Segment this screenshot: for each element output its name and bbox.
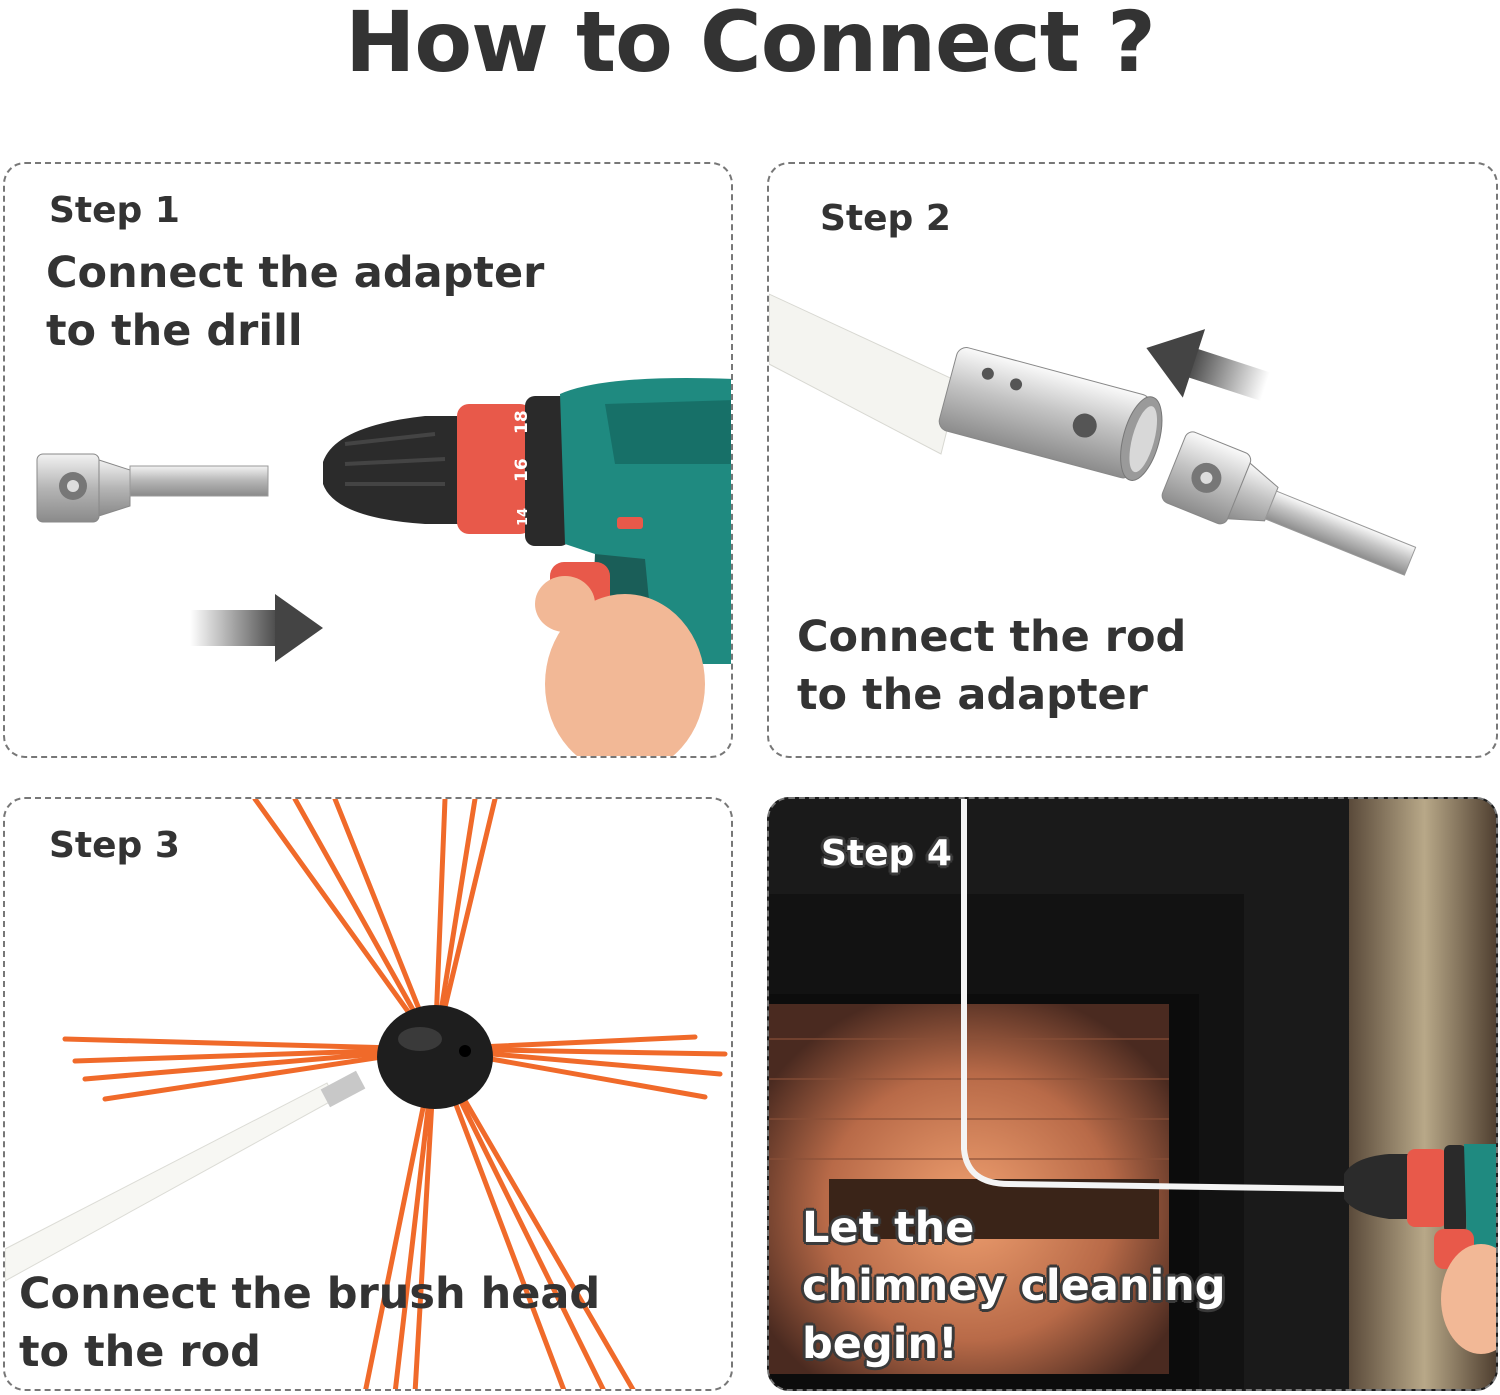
step-2-description: Connect the rod to the adapter <box>797 608 1186 724</box>
drill-adapter-illustration: 18 16 14 <box>36 378 731 756</box>
step-1-line-1: Connect the adapter <box>46 248 545 298</box>
step-2-line-2: to the adapter <box>797 670 1148 720</box>
step-4-line-3: begin! <box>802 1319 958 1369</box>
step-1-description: Connect the adapter to the drill <box>46 244 544 360</box>
brush-hub-icon <box>377 1005 493 1109</box>
drill-icon: 18 16 14 <box>323 378 731 756</box>
step-3-panel: Step 3 Connect the brush head to the rod <box>3 797 733 1391</box>
rod-connector-icon <box>320 1070 366 1108</box>
page-title: How to Connect ? <box>345 0 1156 91</box>
step-3-line-1: Connect the brush head <box>19 1269 601 1319</box>
adapter-icon <box>36 453 269 523</box>
drill-icon <box>1344 1144 1496 1354</box>
step-1-label: Step 1 <box>49 190 180 231</box>
drill-scale-16: 16 <box>512 458 532 482</box>
step-1-panel: 18 16 14 Step 1 Connect the adapter to t… <box>3 162 733 758</box>
drill-scale-14: 14 <box>516 508 531 526</box>
step-4-line-1: Let the <box>802 1203 975 1253</box>
adapter-icon <box>1161 431 1417 576</box>
rod-icon <box>769 293 960 455</box>
step-4-description: Let the chimney cleaning begin! <box>802 1199 1226 1373</box>
step-4-line-2: chimney cleaning <box>802 1261 1226 1311</box>
rod-sleeve-icon <box>938 347 1163 481</box>
rod-icon <box>961 799 1350 1192</box>
step-1-line-2: to the drill <box>46 306 303 356</box>
step-4-label: Step 4 <box>821 833 952 874</box>
rod-icon <box>5 1082 336 1282</box>
brush-bristles-icon <box>62 799 728 1389</box>
step-2-line-1: Connect the rod <box>797 612 1187 662</box>
fireplace-scene-illustration <box>769 799 1496 1389</box>
logs-icon <box>829 1179 1159 1239</box>
step-3-line-2: to the rod <box>19 1327 261 1377</box>
brush-head-illustration <box>5 799 728 1389</box>
left-arrow-icon <box>1146 329 1270 401</box>
step-3-description: Connect the brush head to the rod <box>19 1265 600 1381</box>
step-3-label: Step 3 <box>49 825 180 866</box>
step-2-label: Step 2 <box>820 198 951 239</box>
rod-adapter-illustration <box>769 293 1417 576</box>
drill-scale-18: 18 <box>512 410 532 434</box>
step-4-panel: Step 4 Let the chimney cleaning begin! <box>767 797 1498 1391</box>
step-2-panel: Step 2 Connect the rod to the adapter <box>767 162 1498 758</box>
right-arrow-icon <box>190 594 323 662</box>
